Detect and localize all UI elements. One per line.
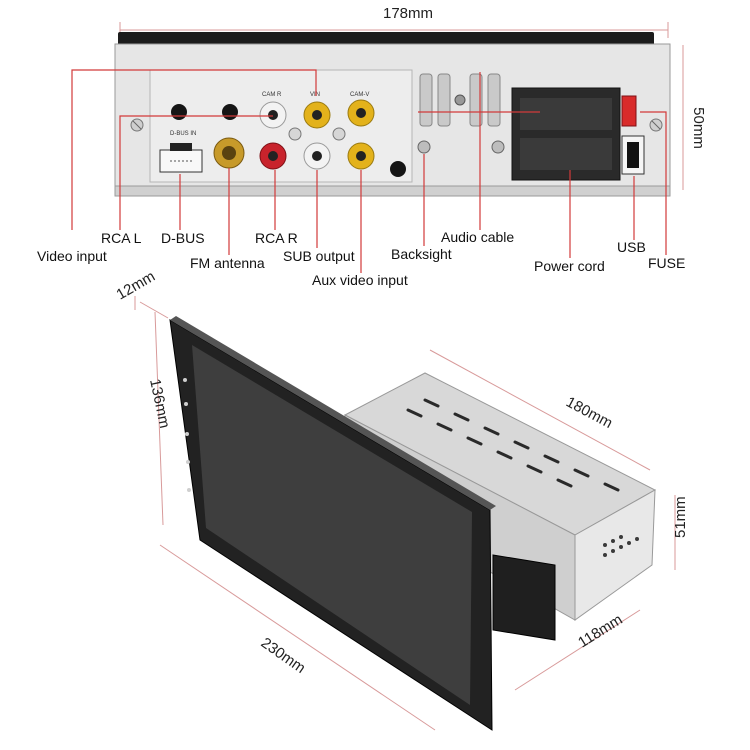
hole-bottom-right <box>390 161 406 177</box>
rear-chassis-bottom-rail <box>114 185 671 197</box>
top-height-label: 50mm <box>690 107 707 149</box>
screen-edge <box>170 316 496 510</box>
body-length-label: 180mm <box>563 394 615 432</box>
label-aux-video-input: Aux video input <box>312 272 408 288</box>
label-usb: USB <box>617 239 646 255</box>
rca-jack-white-top <box>259 101 287 129</box>
label-d-bus: D-BUS <box>161 230 205 246</box>
rca-jack-yellow-top-right <box>347 99 375 127</box>
depth-front-label: 12mm <box>114 268 159 304</box>
d-bus-connector <box>159 143 203 173</box>
svg-text:CAM-V: CAM-V <box>350 92 369 98</box>
audio-cable-screw <box>491 140 505 154</box>
chassis-vent-slots <box>406 398 620 492</box>
small-mount-ring-right <box>332 127 346 141</box>
small-mount-ring-left <box>288 127 302 141</box>
power-connector <box>511 87 621 181</box>
rca-jack-yellow-top-middle <box>303 101 331 129</box>
svg-text:CAM R: CAM R <box>262 92 282 98</box>
backsight-screw <box>417 140 431 154</box>
rear-chassis-top-rail <box>118 32 654 46</box>
dimension-lines-3d <box>134 296 676 731</box>
label-fm-antenna: FM antenna <box>190 255 265 271</box>
rear-panel-view: 178mm 50mm <box>37 5 707 288</box>
label-rca-r: RCA R <box>255 230 298 246</box>
panel-width-label: 230mm <box>258 634 309 677</box>
fm-antenna-jack <box>213 137 245 169</box>
svg-text:D-BUS IN: D-BUS IN <box>170 131 196 137</box>
body-height-label: 51mm <box>672 496 689 538</box>
label-sub-output: SUB output <box>283 248 355 264</box>
rear-connector-dots <box>603 535 639 557</box>
vent-slots <box>419 73 501 127</box>
rca-jack-yellow-bottom-right <box>347 142 375 170</box>
label-backsight: Backsight <box>391 246 452 262</box>
center-screw <box>454 94 466 106</box>
rca-jack-red-bottom <box>259 142 287 170</box>
fuse <box>621 95 637 127</box>
label-video-input: Video input <box>37 248 107 264</box>
usb-port <box>621 135 645 175</box>
panel-buttons <box>183 378 191 492</box>
label-power-cord: Power cord <box>534 258 605 274</box>
hole-right <box>222 104 238 120</box>
callout-lines <box>71 69 667 273</box>
svg-text:VIN: VIN <box>310 92 320 98</box>
panel-height-label: 136mm <box>146 377 173 429</box>
screen-glass <box>192 345 472 705</box>
hole-left <box>171 104 187 120</box>
rca-jack-white-bottom-middle <box>303 142 331 170</box>
label-rca-l: RCA L <box>101 230 142 246</box>
label-fuse: FUSE <box>648 255 685 271</box>
label-audio-cable: Audio cable <box>441 229 514 245</box>
top-width-label: 178mm <box>383 5 433 22</box>
mounting-cage <box>492 554 556 641</box>
unit-3d-view: 12mm 136mm 180mm 51mm 118mm 230mm <box>114 268 689 731</box>
body-width-label: 118mm <box>575 611 625 651</box>
